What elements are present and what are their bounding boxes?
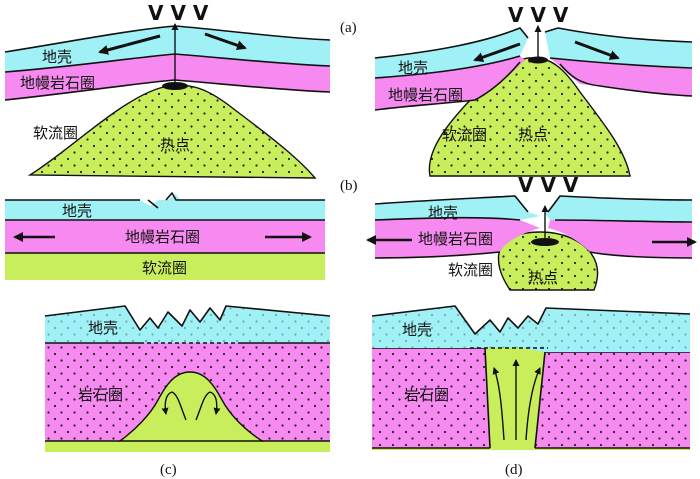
volcano-symbol: V V V [148, 1, 209, 25]
asthenosphere-label: 软流圈 [33, 124, 78, 142]
panel-d: 地壳 岩石圈 [371, 305, 691, 450]
crust-label: 地壳 [398, 59, 428, 77]
crust-layer [545, 196, 692, 222]
panel-label-a: (a) [340, 20, 357, 36]
asthenosphere-label: 软流圈 [448, 261, 493, 279]
hotspot-label: 热点 [528, 269, 558, 287]
volcano-symbol: V V V [508, 3, 569, 27]
mantle-lithosphere-label: 地幔岩石圈 [125, 228, 200, 246]
mantle-lithosphere-label: 地幔岩石圈 [418, 230, 493, 248]
hotspot-label: 热点 [160, 136, 190, 154]
crust-label: 地壳 [428, 204, 458, 222]
lithosphere-label: 岩石圈 [404, 386, 449, 404]
crust-label: 地壳 [402, 321, 432, 339]
panel-a-left: V V V 地壳 地幔岩石圈 软流圈 热点 [4, 1, 331, 179]
mantle-lithosphere-layer [5, 54, 330, 100]
asthenosphere-dome [117, 371, 265, 442]
crust-label: 地壳 [42, 48, 72, 66]
lithosphere-label: 岩石圈 [78, 386, 123, 404]
mantle-lithosphere-layer [550, 58, 692, 96]
panel-b-left: 地壳 地幔岩石圈 软流圈 [5, 192, 325, 280]
hotspot-label: 热点 [518, 126, 548, 144]
asthenosphere-label: 软流圈 [442, 126, 487, 144]
panel-label-b: (b) [340, 178, 358, 194]
mantle-lithosphere-label: 地幔岩石圈 [388, 86, 463, 104]
crust-layer [375, 28, 528, 78]
mantle-lithosphere-layer [375, 217, 540, 258]
mantle-lithosphere-layer [548, 220, 692, 258]
panel-a-right: V V V 地壳 地幔岩石圈 软流圈 热点 [374, 3, 693, 177]
volcano-symbol: V V V [518, 173, 579, 197]
mantle-lithosphere-label: 地幔岩石圈 [20, 74, 95, 92]
crust-label: 地壳 [62, 202, 92, 220]
panel-c: 地壳 岩石圈 [44, 305, 331, 452]
mantle-lithosphere-layer [375, 56, 525, 110]
panel-b-right: V V V 地壳 地幔岩石圈 软流圈 热点 [366, 173, 697, 291]
asthenosphere-label: 软流圈 [142, 259, 187, 277]
crust-layer [5, 194, 325, 220]
panel-label-d: (d) [505, 462, 523, 478]
asthenosphere-layer [5, 253, 325, 280]
panel-label-c: (c) [160, 462, 177, 478]
crust-layer [545, 28, 692, 68]
crust-label: 地壳 [88, 319, 118, 337]
crust-layer [5, 26, 330, 72]
